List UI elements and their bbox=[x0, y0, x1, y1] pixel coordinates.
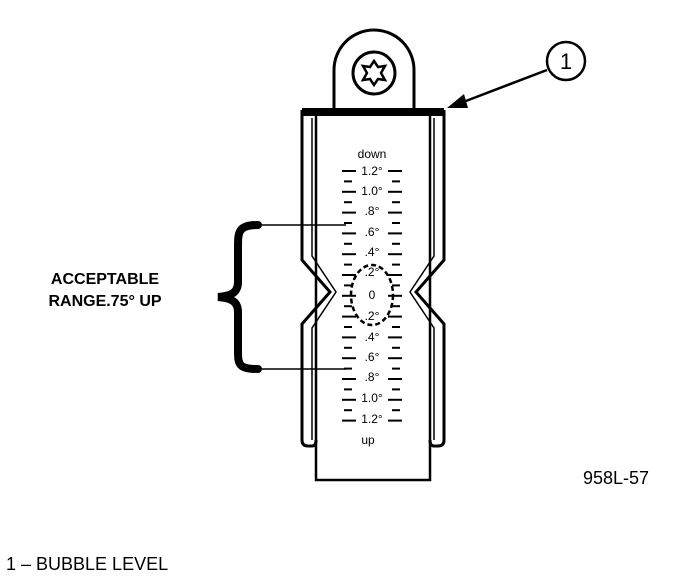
scale-mark-down-0-2: .2° bbox=[365, 265, 380, 279]
legend-item-1: 1 – BUBBLE LEVEL bbox=[6, 554, 168, 574]
callout-number: 1 bbox=[560, 49, 572, 74]
scale-mark-down-1-0: 1.0° bbox=[361, 184, 383, 198]
scale-mark-up-0-6: .6° bbox=[365, 350, 380, 364]
scale-mark-down-0-4: .4° bbox=[365, 245, 380, 259]
scale-mark-up-1-0: 1.0° bbox=[361, 391, 383, 405]
scale-mark-down-1-2: 1.2° bbox=[361, 164, 383, 178]
callout-arrow bbox=[457, 68, 548, 106]
scale-mark-up-1-2: 1.2° bbox=[361, 412, 383, 426]
scale-ticks bbox=[342, 170, 402, 422]
arrowhead-icon bbox=[447, 94, 468, 108]
scale-top-label: down bbox=[358, 147, 387, 161]
scale-mark-down-0-6: .6° bbox=[365, 225, 380, 239]
figure-id: 958L-57 bbox=[583, 468, 649, 488]
scale-bottom-label: up bbox=[361, 433, 375, 447]
range-brace bbox=[217, 221, 346, 373]
scale-mark-down-0-8: .8° bbox=[365, 204, 380, 218]
level-body bbox=[300, 108, 446, 482]
scale-center-label: 0 bbox=[369, 288, 376, 302]
scale-mark-up-0-4: .4° bbox=[365, 330, 380, 344]
mounting-tab bbox=[332, 28, 416, 110]
scale-mark-up-0-8: .8° bbox=[365, 370, 380, 384]
scale-mark-up-0-2: .2° bbox=[365, 309, 380, 323]
range-label-line1: ACCEPTABLE bbox=[51, 271, 159, 288]
scale-labels: down 1.2° 1.0° .8° .6° .4° .2° 0 .2° .4°… bbox=[358, 147, 387, 447]
torx-icon bbox=[360, 58, 388, 88]
range-label-line2: RANGE.75° UP bbox=[48, 293, 161, 310]
callout-1: 1 bbox=[447, 40, 587, 108]
